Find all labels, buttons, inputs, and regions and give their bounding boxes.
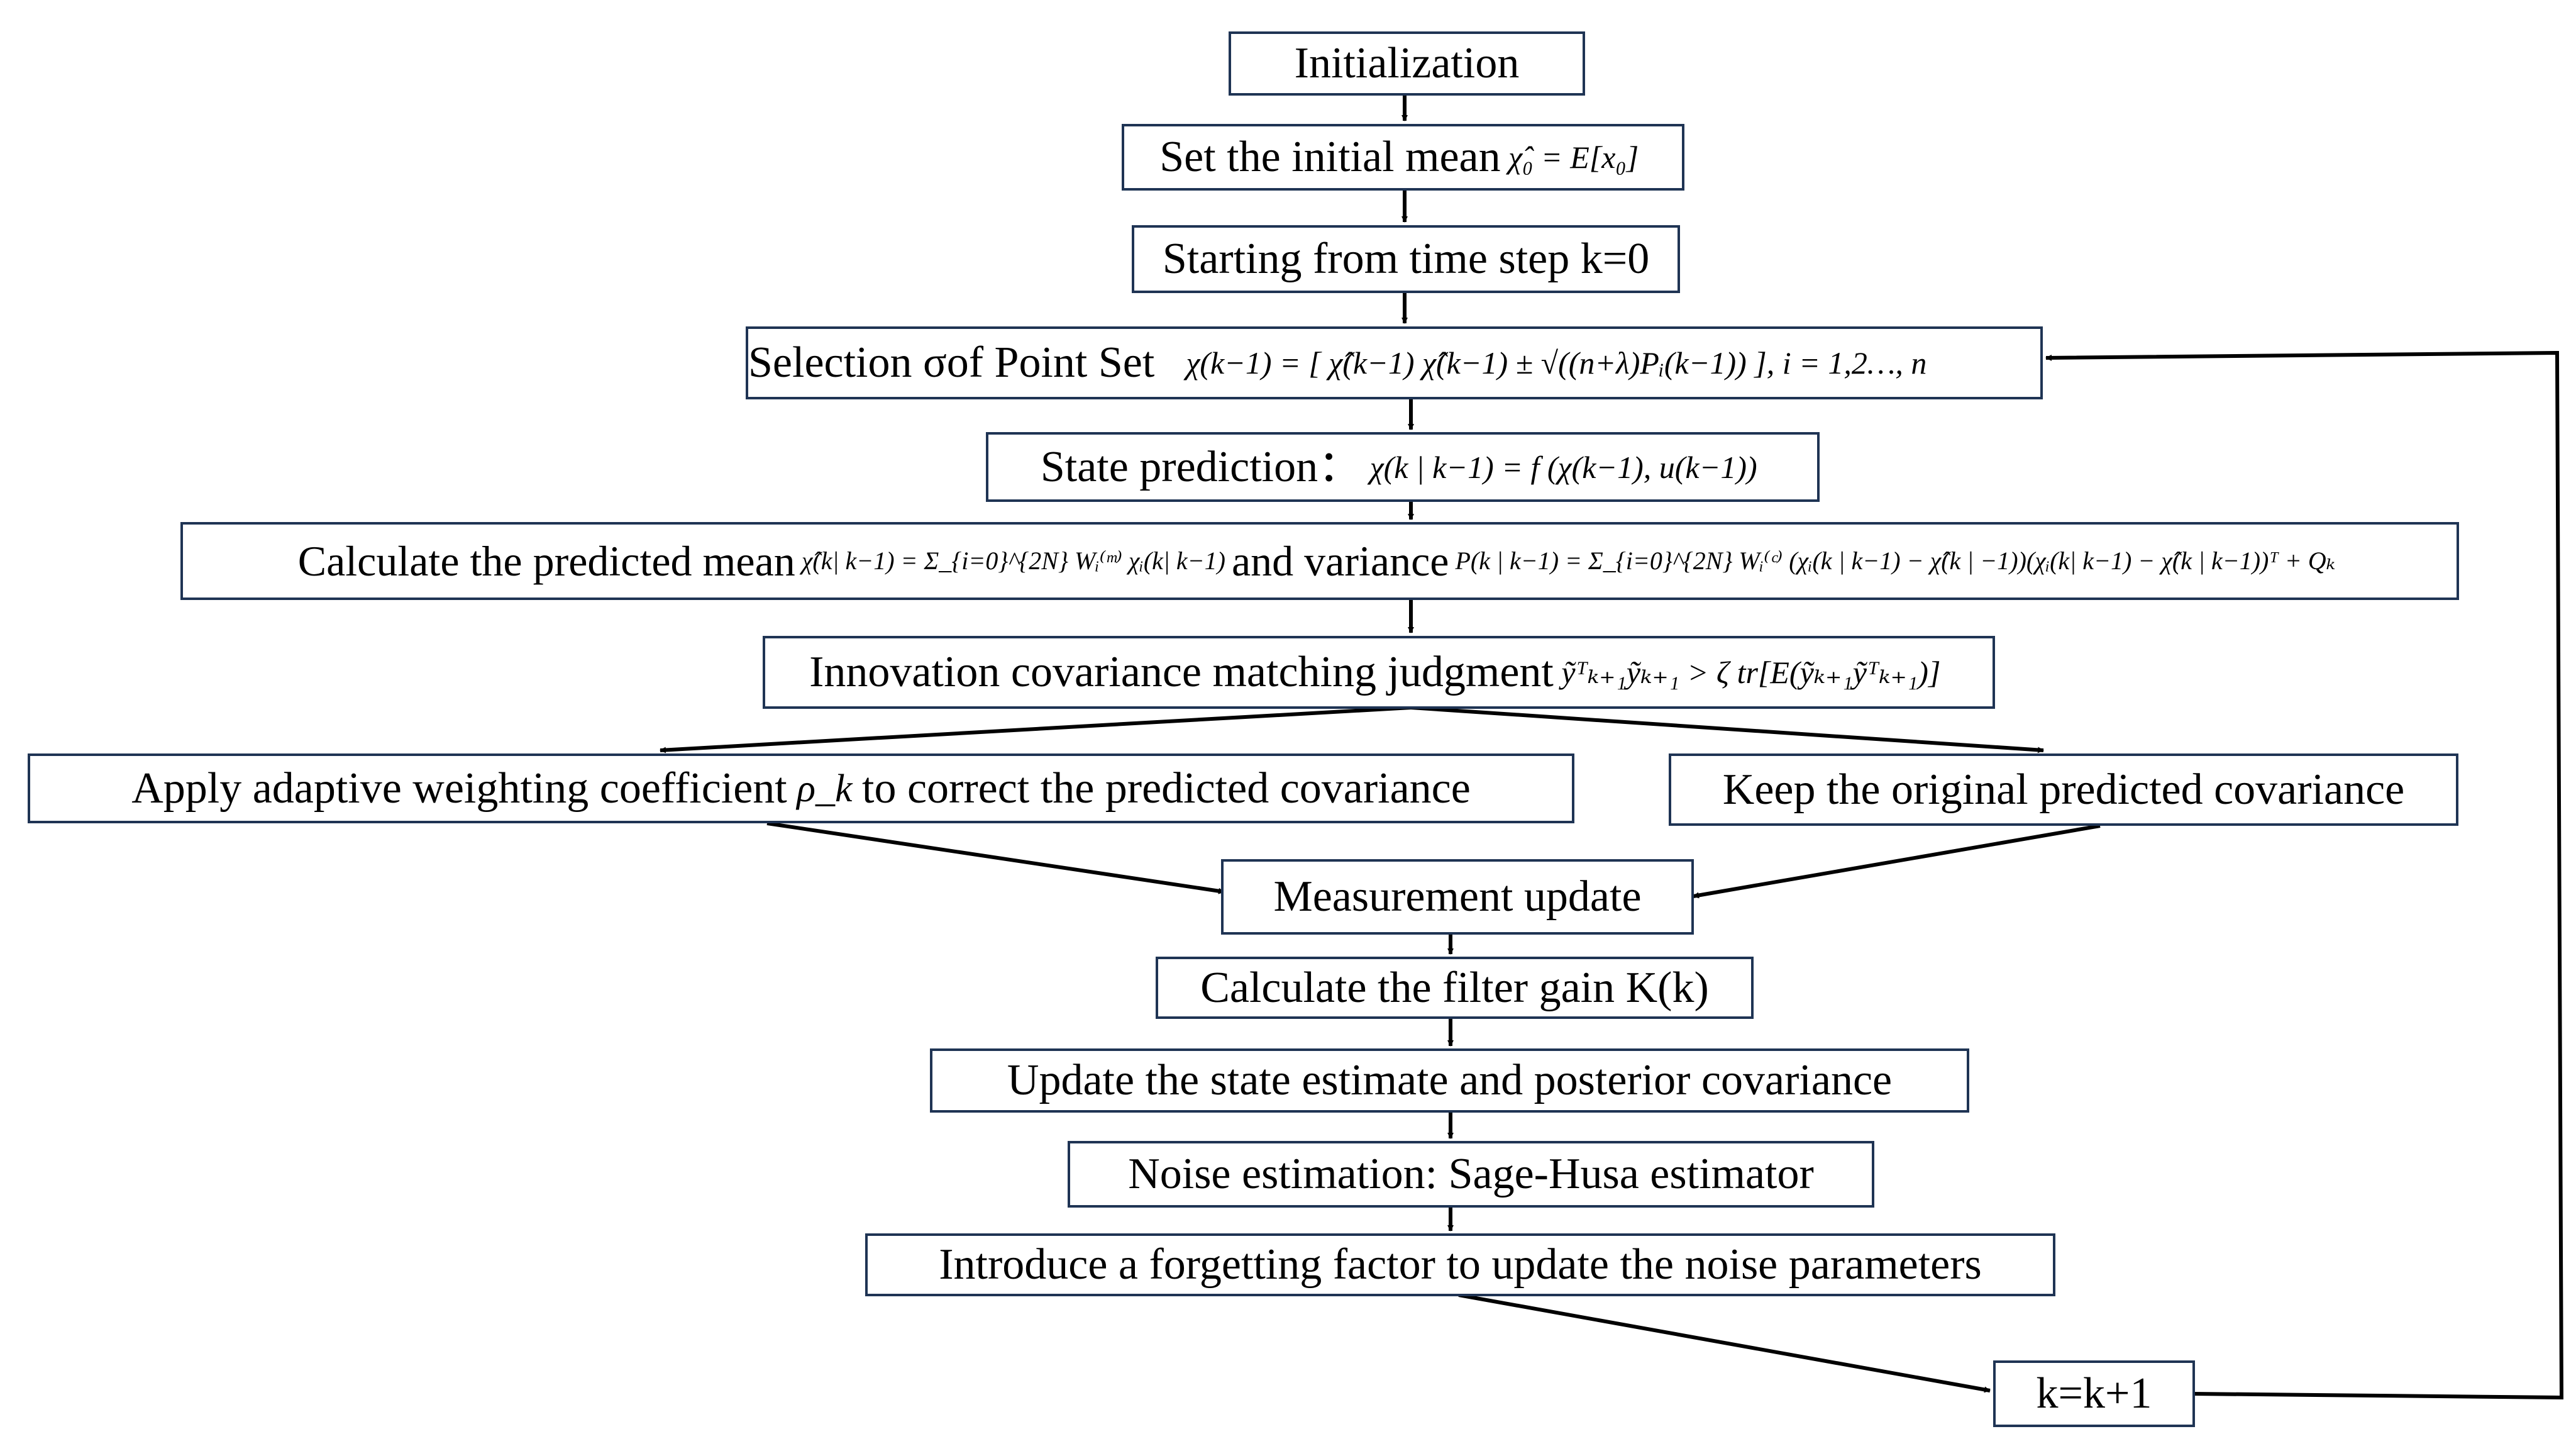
node-label: k=k+1 (2036, 1369, 2152, 1418)
node-initial-mean: Set the initial mean χ̂₀ = E[x₀] (1122, 124, 1684, 191)
formula: ỹᵀₖ₊₁ỹₖ₊₁ > ζ tr[E(ỹₖ₊₁ỹᵀₖ₊₁)] (1561, 655, 1941, 690)
arrow-innov-to-keep (1410, 706, 2044, 753)
node-state-prediction: State prediction： χ(k | k−1) = f (χ(k−1)… (986, 432, 1820, 502)
formula: χ̂₀ = E[x₀] (1508, 140, 1639, 175)
node-measurement-update: Measurement update (1221, 859, 1694, 935)
node-sigma-point-selection: Selection σof Point Set χ(k−1) = [ χ̂(k−… (746, 326, 2043, 399)
node-keep-original: Keep the original predicted covariance (1669, 753, 2458, 826)
node-label: Calculate the predicted mean (297, 537, 795, 585)
node-innovation-matching: Innovation covariance matching judgment … (763, 636, 1995, 709)
node-label: Innovation covariance matching judgment (809, 648, 1554, 696)
formula: χ(k | k−1) = f (χ(k−1), u(k−1)) (1369, 449, 1757, 485)
node-label: Keep the original predicted covariance (1722, 765, 2405, 814)
node-label: Introduce a forgetting factor to update … (939, 1240, 1982, 1289)
formula: P(k | k−1) = Σ_{i=0}^{2N} Wᵢ⁽ᶜ⁾ (χᵢ(k | … (1455, 547, 2336, 575)
formula: χ(k−1) = [ χ̂(k−1) χ̂(k−1) ± √((n+λ)Pᵢ(k… (1186, 345, 1927, 381)
node-label: Set the initial mean (1159, 133, 1501, 181)
node-forgetting-factor: Introduce a forgetting factor to update … (865, 1233, 2055, 1296)
node-label: Starting from time step k=0 (1162, 235, 1650, 283)
node-state-posterior-update: Update the state estimate and posterior … (930, 1048, 1969, 1113)
node-start-time-step: Starting from time step k=0 (1132, 225, 1680, 293)
node-adaptive-weighting: Apply adaptive weighting coefficient ρ_k… (28, 753, 1574, 823)
node-increment-k: k=k+1 (1993, 1360, 2195, 1427)
node-label: Noise estimation: Sage-Husa estimator (1128, 1150, 1814, 1198)
arrow-adapt-to-meas (766, 821, 1225, 894)
arrow-forget-to-inc (1458, 1293, 1991, 1393)
arrow-innov-to-adapt (660, 706, 1412, 753)
arrow-loop-back (2045, 350, 2564, 1400)
node-label: Selection σof Point Set (748, 338, 1155, 387)
node-label: Update the state estimate and posterior … (1007, 1056, 1893, 1104)
node-label: to correct the predicted covariance (862, 764, 1471, 813)
node-label: Measurement update (1273, 872, 1642, 921)
node-label: State prediction： (1040, 442, 1363, 491)
formula: ρ_k (797, 767, 853, 810)
formula: χ̂(k| k−1) = Σ_{i=0}^{2N} Wᵢ⁽ᵐ⁾ χᵢ(k| k−… (801, 547, 1225, 575)
node-noise-estimation: Noise estimation: Sage-Husa estimator (1068, 1141, 1874, 1208)
node-label: Apply adaptive weighting coefficient (131, 764, 787, 813)
node-predicted-mean-variance: Calculate the predicted mean χ̂(k| k−1) … (180, 522, 2459, 600)
node-initialization: Initialization (1229, 31, 1585, 96)
node-label: Initialization (1294, 39, 1520, 87)
node-label: and variance (1232, 537, 1449, 585)
node-label: Calculate the filter gain K(k) (1200, 963, 1709, 1012)
node-filter-gain: Calculate the filter gain K(k) (1156, 957, 1754, 1019)
arrow-keep-to-meas (1693, 824, 2101, 899)
